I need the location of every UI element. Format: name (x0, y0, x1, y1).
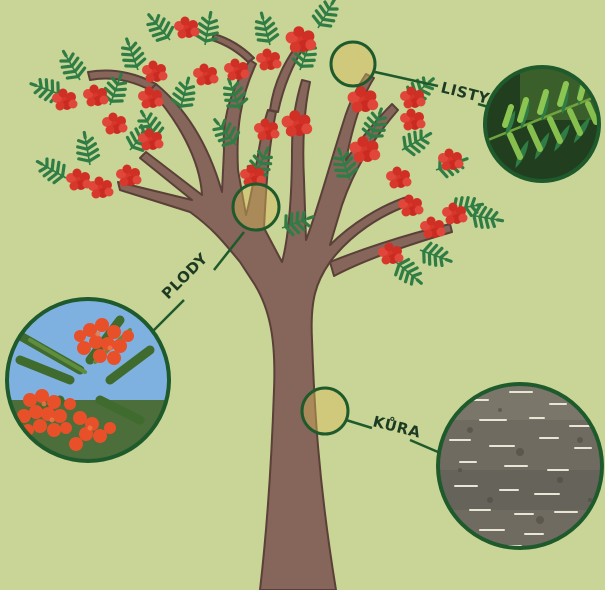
callout-bark: KŮRA (302, 380, 605, 560)
bark-label: KŮRA (371, 410, 423, 441)
rowan-berries-photo (0, 290, 180, 470)
callout-leaves: LISTY (331, 42, 605, 190)
bark-marker-ring (302, 388, 348, 434)
fruits-marker-ring (233, 184, 279, 230)
rowan-leaf-photo (480, 60, 605, 190)
rowan-bark-photo (430, 380, 605, 560)
fruits-label: PLODY (158, 249, 212, 303)
tree-trunk-and-branches (88, 34, 452, 590)
leaves-label: LISTY (439, 78, 492, 108)
leaves-marker-ring (331, 42, 375, 86)
